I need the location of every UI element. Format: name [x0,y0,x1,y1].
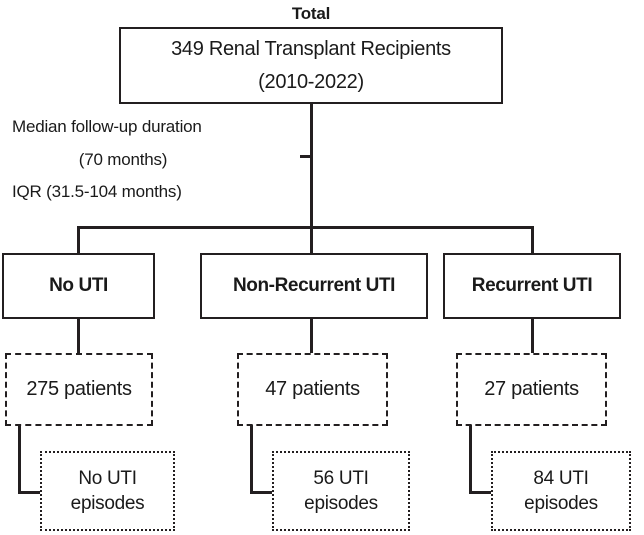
group-label-no-uti: No UTI [49,275,108,297]
episodes-line2-recurrent-uti: episodes [524,493,598,514]
episodes-line2-non-recurrent-uti: episodes [304,493,378,514]
episodes-box-non-recurrent-uti: 56 UTI episodes [272,451,410,531]
patients-box-non-recurrent-uti: 47 patients [237,353,388,426]
episodes-box-recurrent-uti: 84 UTI episodes [491,451,631,531]
connector-annotation-tick [300,155,311,158]
connector-patients-to-episodes-center-vertical [250,425,253,493]
episodes-box-no-uti: No UTI episodes [40,451,175,531]
connector-patients-to-episodes-left-vertical [18,425,21,493]
episodes-line1-recurrent-uti: 84 UTI [533,467,589,489]
connector-patients-to-episodes-right-horizontal [469,491,493,494]
group-label-non-recurrent-uti: Non-Recurrent UTI [232,275,396,297]
group-box-no-uti: No UTI [2,253,155,319]
episodes-line1-no-uti: No UTI [78,467,137,489]
root-box-line1: 349 Renal Transplant Recipients [171,38,451,61]
connector-branch-drop-left [77,226,80,254]
patients-box-no-uti: 275 patients [5,353,153,426]
root-box-total-cohort: 349 Renal Transplant Recipients (2010-20… [119,27,503,104]
group-label-recurrent-uti: Recurrent UTI [471,275,593,297]
annotation-line-median-duration: Median follow-up duration [12,117,202,136]
connector-branch-drop-center [310,226,313,254]
patients-count-no-uti: 275 patients [26,378,132,401]
annotation-line-median-value: (70 months) [78,150,168,169]
connector-branch-drop-right [531,226,534,254]
patients-count-non-recurrent-uti: 47 patients [265,378,360,401]
group-box-non-recurrent-uti: Non-Recurrent UTI [200,253,428,319]
connector-patients-to-episodes-right-vertical [469,425,472,493]
diagram-title-label: Total [291,4,331,23]
group-box-recurrent-uti: Recurrent UTI [443,253,621,319]
connector-group-to-patients-center [310,319,313,354]
root-box-line2: (2010-2022) [258,70,364,93]
connector-group-to-patients-left [77,319,80,354]
patients-count-recurrent-uti: 27 patients [484,378,579,401]
connector-branch-bar [77,226,534,229]
connector-root-stem [310,104,313,228]
episodes-line1-non-recurrent-uti: 56 UTI [313,467,369,489]
annotation-line-iqr: IQR (31.5-104 months) [12,182,182,201]
episodes-line2-no-uti: episodes [70,493,145,514]
connector-group-to-patients-right [531,319,534,354]
connector-patients-to-episodes-center-horizontal [250,491,274,494]
patients-box-recurrent-uti: 27 patients [456,353,607,426]
connector-patients-to-episodes-left-horizontal [18,491,42,494]
